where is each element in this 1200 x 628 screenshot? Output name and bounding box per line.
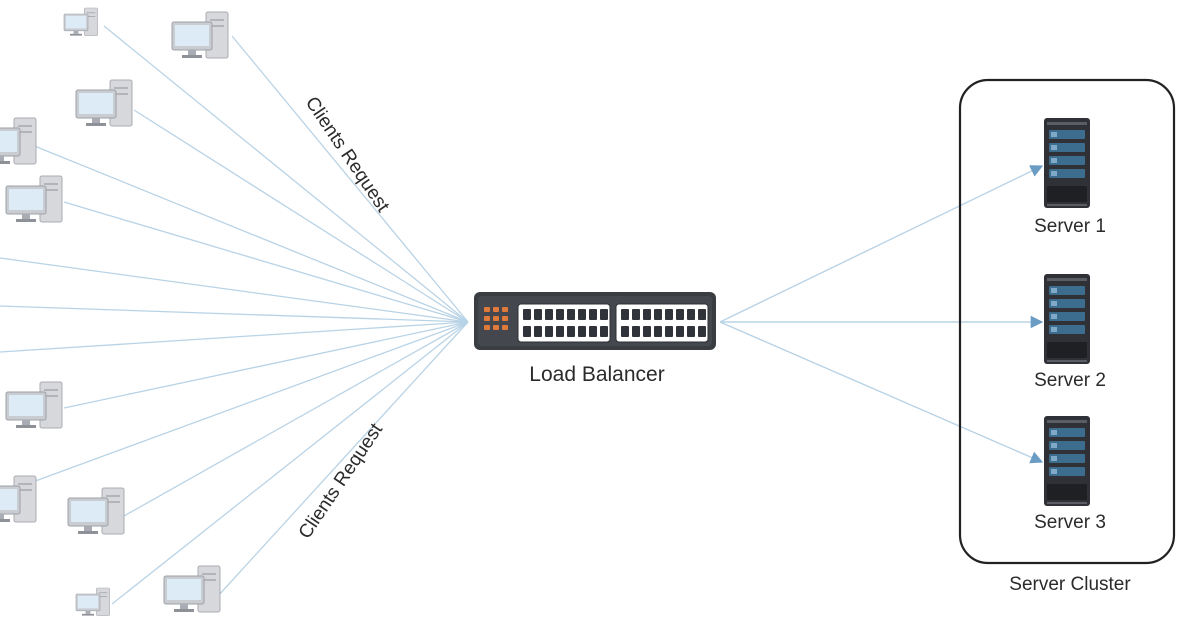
client-connector bbox=[0, 131, 469, 323]
server-cluster-label: Server Cluster bbox=[1009, 574, 1131, 595]
desktop-computer-icon bbox=[63, 7, 98, 36]
ethernet-port bbox=[523, 326, 531, 337]
desktop-computer-icon bbox=[5, 381, 63, 429]
desktop-computer-icon bbox=[5, 175, 63, 223]
server-1-label: Server 1 bbox=[1034, 216, 1106, 237]
server-cluster-box bbox=[958, 78, 1176, 565]
client-connector bbox=[103, 25, 469, 323]
ethernet-port bbox=[676, 326, 684, 337]
ethernet-port bbox=[643, 309, 651, 320]
status-led bbox=[502, 307, 508, 312]
client-connector bbox=[63, 321, 469, 409]
ethernet-port bbox=[556, 326, 564, 337]
client-connector bbox=[133, 109, 469, 323]
server-rack-icon bbox=[1044, 274, 1090, 364]
clients-request-label-bottom: Clients Request bbox=[295, 419, 388, 543]
ethernet-port bbox=[567, 326, 575, 337]
ethernet-port bbox=[589, 309, 597, 320]
ethernet-port bbox=[621, 309, 629, 320]
client-connector bbox=[111, 321, 469, 605]
ethernet-port bbox=[621, 326, 629, 337]
status-led bbox=[493, 307, 499, 312]
ethernet-port bbox=[665, 309, 673, 320]
desktop-computer-icon bbox=[75, 587, 110, 616]
server-rack-icon bbox=[1044, 416, 1090, 506]
server-connector bbox=[719, 321, 1044, 464]
ethernet-port bbox=[534, 326, 542, 337]
ethernet-port bbox=[698, 326, 706, 337]
desktop-computer-icon bbox=[67, 487, 125, 535]
ethernet-port bbox=[523, 309, 531, 320]
ethernet-port bbox=[567, 309, 575, 320]
client-connector bbox=[0, 305, 469, 323]
ethernet-port bbox=[545, 326, 553, 337]
ethernet-port bbox=[654, 326, 662, 337]
ethernet-port bbox=[534, 309, 542, 320]
status-led bbox=[484, 325, 490, 330]
desktop-computer-icon bbox=[163, 565, 221, 613]
ethernet-port bbox=[665, 326, 673, 337]
ethernet-port bbox=[556, 309, 564, 320]
client-connector bbox=[63, 201, 469, 323]
network-switch-icon bbox=[474, 292, 716, 350]
ethernet-port bbox=[589, 326, 597, 337]
ethernet-port bbox=[600, 326, 608, 337]
server-connectors bbox=[719, 165, 1044, 464]
ethernet-port bbox=[687, 326, 695, 337]
client-computers bbox=[0, 7, 229, 616]
status-led bbox=[493, 316, 499, 321]
client-connector bbox=[217, 321, 469, 597]
ethernet-port bbox=[600, 309, 608, 320]
server-rack-icon bbox=[1044, 118, 1090, 208]
desktop-computer-icon bbox=[75, 79, 133, 127]
ethernet-port bbox=[643, 326, 651, 337]
desktop-computer-icon bbox=[171, 11, 229, 59]
ethernet-port bbox=[632, 309, 640, 320]
ethernet-port bbox=[578, 309, 586, 320]
client-connector bbox=[0, 321, 469, 353]
ethernet-port bbox=[632, 326, 640, 337]
ethernet-port bbox=[698, 309, 706, 320]
load-balancer-label: Load Balancer bbox=[529, 363, 664, 386]
ethernet-port bbox=[654, 309, 662, 320]
ethernet-port bbox=[687, 309, 695, 320]
client-connectors bbox=[0, 25, 469, 605]
client-connector bbox=[231, 35, 469, 323]
client-connector bbox=[123, 321, 469, 517]
ethernet-port bbox=[578, 326, 586, 337]
client-connector bbox=[0, 321, 469, 495]
desktop-computer-icon bbox=[0, 475, 37, 523]
status-led bbox=[502, 325, 508, 330]
servers bbox=[1044, 118, 1090, 506]
status-led bbox=[493, 325, 499, 330]
status-led bbox=[484, 307, 490, 312]
server-connector bbox=[719, 165, 1044, 323]
ethernet-port bbox=[545, 309, 553, 320]
server-3-label: Server 3 bbox=[1034, 512, 1106, 533]
ethernet-port bbox=[676, 309, 684, 320]
status-led bbox=[484, 316, 490, 321]
server-2-label: Server 2 bbox=[1034, 370, 1106, 391]
desktop-computer-icon bbox=[0, 117, 37, 165]
client-connector bbox=[0, 257, 469, 323]
status-led bbox=[502, 316, 508, 321]
